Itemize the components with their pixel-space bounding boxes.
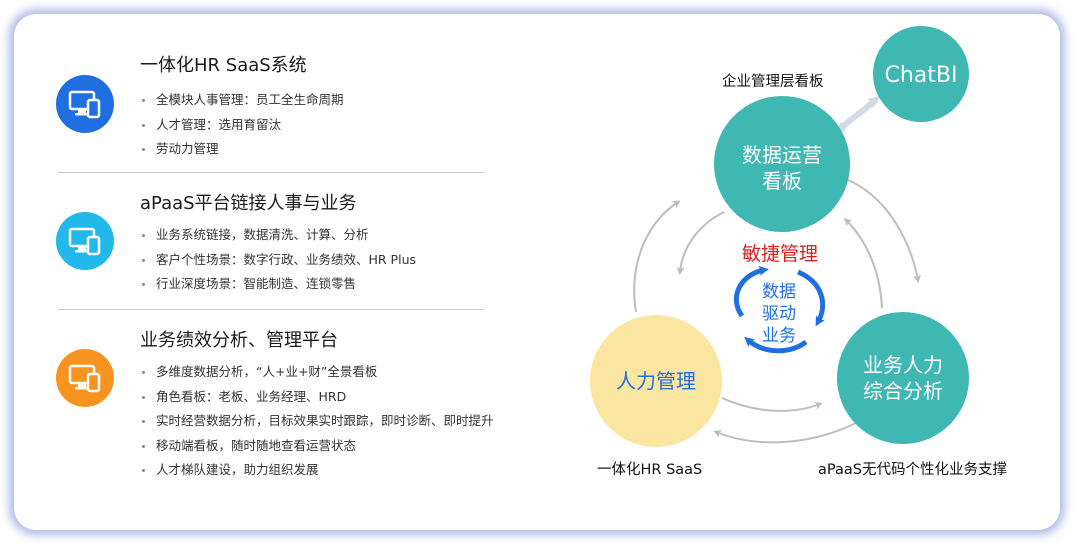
bullet-list: 多维度数据分析，“人+业+财”全景看板 角色看板：老板、业务经理、HRD 实时经… <box>140 360 494 483</box>
cycle-arrow <box>843 217 883 309</box>
top-node <box>714 96 850 232</box>
section-icon <box>56 349 114 407</box>
chatbi-label: ChatBI <box>885 63 958 88</box>
list-item: 移动端看板，随时随地查看运营状态 <box>140 434 494 459</box>
right-node-label: 综合分析 <box>863 379 943 403</box>
cycle-arrow <box>676 211 725 275</box>
section-title: aPaaS平台链接人事与业务 <box>140 193 357 214</box>
cycle-arrow <box>633 200 681 313</box>
blue-cycle-arrow <box>734 265 769 318</box>
cycle-arrow <box>847 179 921 283</box>
list-item: 多维度数据分析，“人+业+财”全景看板 <box>140 360 494 385</box>
left-node-label: 人力管理 <box>616 369 696 393</box>
center-cycle-label: 数据 <box>762 282 796 302</box>
blue-cycle-arrow <box>744 336 808 354</box>
link-arrow <box>836 97 878 133</box>
monitor-phone-icon <box>68 227 101 256</box>
cycle-arrow <box>713 421 859 444</box>
left-node <box>590 315 722 447</box>
monitor-phone-icon <box>68 90 101 119</box>
list-item: 人才梯队建设，助力组织发展 <box>140 458 494 483</box>
list-item: 客户个性场景：数字行政、业务绩效、HR Plus <box>140 248 416 273</box>
section-title: 业务绩效分析、管理平台 <box>140 330 338 351</box>
chatbi-node <box>873 26 969 122</box>
link-arrow-head <box>868 95 882 108</box>
top-caption: 企业管理层看板 <box>722 74 824 90</box>
list-item: 全模块人事管理：员工全生命周期 <box>140 88 344 113</box>
list-item: 人才管理：选用育留汰 <box>140 113 344 138</box>
list-item: 实时经营数据分析，目标效果实时跟踪，即时诊断、即时提升 <box>140 409 494 434</box>
section-title: 一体化HR SaaS系统 <box>140 55 307 76</box>
center-cycle-label: 驱动 <box>762 304 796 324</box>
divider <box>58 309 484 310</box>
section-icon <box>56 75 114 133</box>
list-item: 业务系统链接，数据清洗、计算、分析 <box>140 223 416 248</box>
bullet-list: 业务系统链接，数据清洗、计算、分析 客户个性场景：数字行政、业务绩效、HR Pl… <box>140 223 416 297</box>
bullet-list: 全模块人事管理：员工全生命周期 人才管理：选用育留汰 劳动力管理 <box>140 88 344 162</box>
right-node <box>837 312 969 444</box>
divider <box>58 172 484 173</box>
top-node-label: 数据运营 <box>742 143 822 167</box>
center-cycle-label: 业务 <box>762 326 796 346</box>
right-caption: aPaaS无代码个性化业务支撑 <box>818 462 1007 478</box>
list-item: 角色看板：老板、业务经理、HRD <box>140 385 494 410</box>
center-title: 敏捷管理 <box>742 243 818 265</box>
right-node-label: 业务人力 <box>863 353 943 377</box>
blue-cycle-arrow <box>796 269 826 327</box>
cycle-arrow <box>721 397 823 412</box>
top-node-label: 看板 <box>762 169 802 193</box>
list-item: 行业深度场景：智能制造、连锁零售 <box>140 272 416 297</box>
section-icon <box>56 212 114 270</box>
list-item: 劳动力管理 <box>140 137 344 162</box>
left-caption: 一体化HR SaaS <box>597 462 703 478</box>
monitor-phone-icon <box>68 364 101 393</box>
